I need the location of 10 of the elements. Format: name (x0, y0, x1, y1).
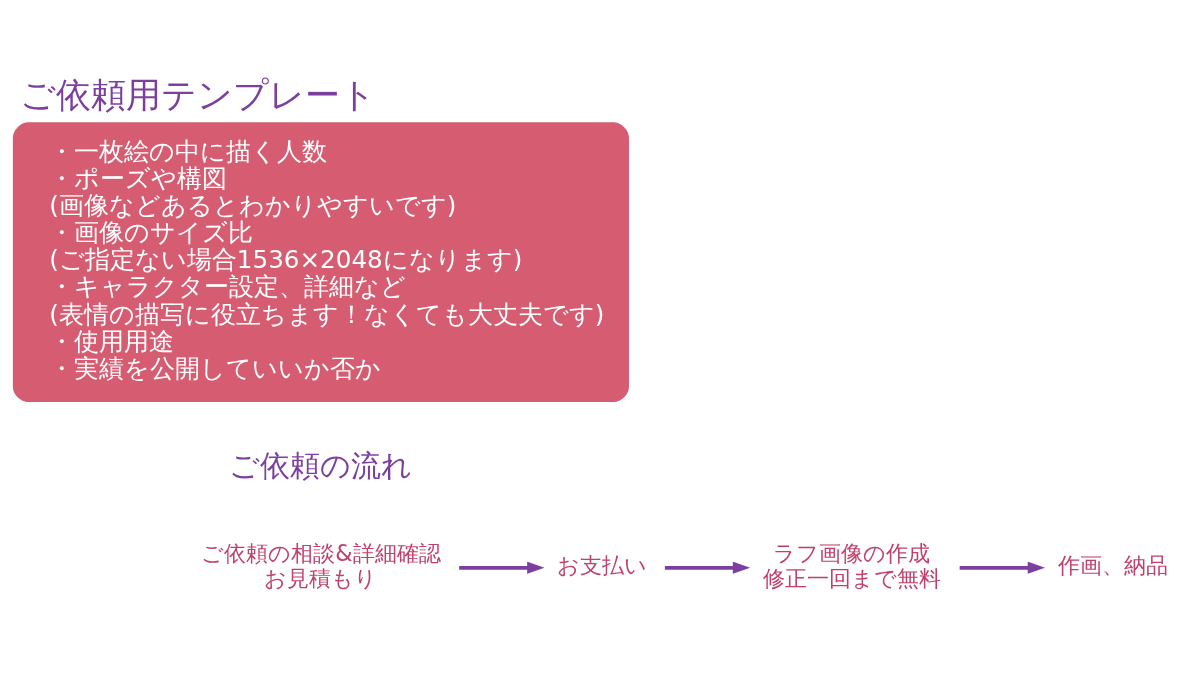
arrow (959, 561, 1046, 574)
node-box: ・一枚絵の中に描く人数 ・ポーズや構図 (画像などあるとわかりやすいです) ・画像のサイズ比 (ご指定ない場合1536×2048になります) ・キャラクター設定、詳細など (表情の描写に役立ちます！なくても大丈夫です) ・使用用途 ・実績を公開していいか否か (12, 121, 629, 402)
label: ご依頼の流れ (229, 448, 413, 483)
node-text: 作画、納品 (1058, 551, 1169, 578)
arrow (664, 561, 751, 574)
node-text: ラフ画像の作成 修正一回まで無料 (762, 539, 941, 591)
arrow (459, 561, 545, 574)
node-text: ご依頼の相談&詳細確認 お見積もり (201, 539, 441, 591)
diagram-title: ご依頼用テンプレート (19, 74, 376, 115)
node-text: お支払い (556, 551, 647, 578)
